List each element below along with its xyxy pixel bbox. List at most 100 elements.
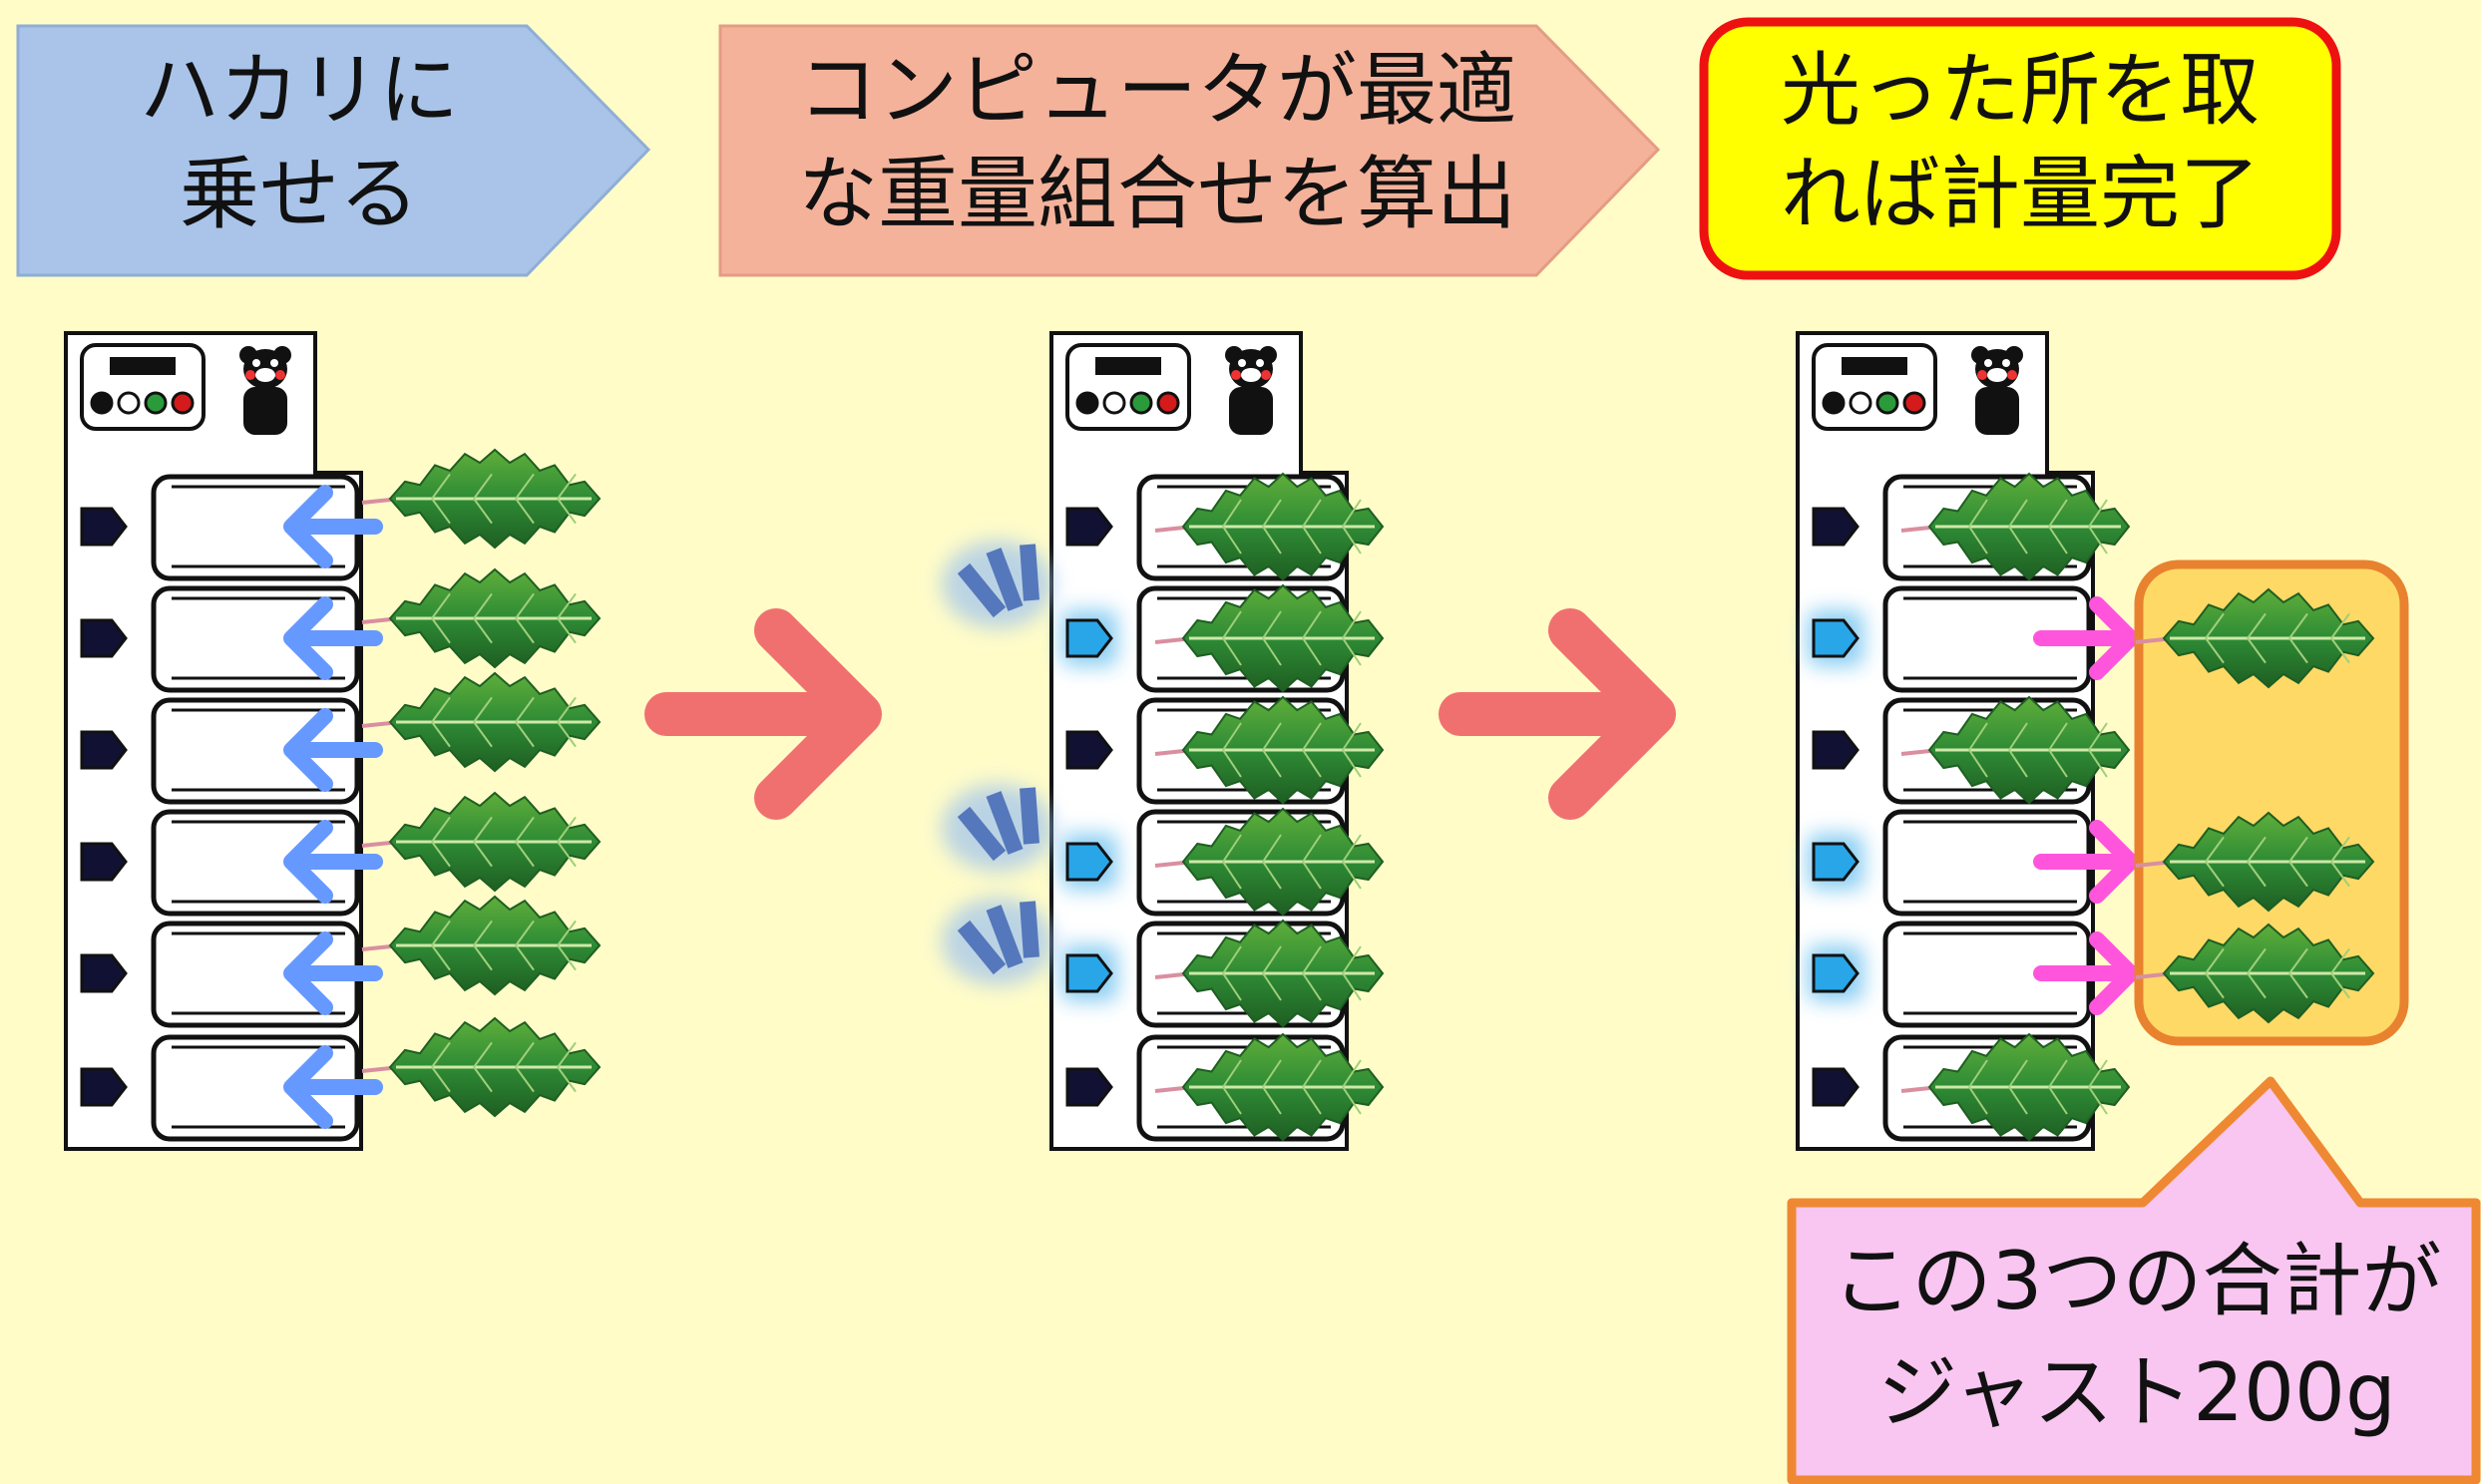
panel-button [171, 391, 195, 415]
weighing-row [1061, 583, 1385, 693]
panel-button [1102, 391, 1126, 415]
step-banner-2-line2: な重量組合せを算出 [798, 148, 1516, 240]
panel-button [90, 391, 114, 415]
spinach-icon [1900, 695, 2131, 805]
spinach-icon [361, 567, 602, 669]
weighing-row [1812, 1032, 2131, 1142]
indicator-lamp-lit [1812, 953, 1860, 993]
weighing-row [1808, 585, 2139, 693]
step-banner-3-line2: れば計量完了 [1781, 148, 2260, 240]
weighing-row [1065, 472, 1385, 581]
scale-before [64, 331, 602, 1151]
control-panel [80, 343, 206, 431]
indicator-lamp [80, 618, 128, 658]
weighing-row [80, 671, 602, 805]
panel-button [1902, 391, 1926, 415]
weighing-row [80, 448, 602, 581]
total-callout-line1: この3つの合計が [1833, 1235, 2442, 1327]
step-banner-3-line1: 光った所を取 [1781, 44, 2260, 137]
display-screen [1842, 357, 1907, 375]
flow-arrow-2 [1439, 608, 1676, 820]
spinach-icon [1154, 1032, 1385, 1142]
selected-produce [2135, 587, 2375, 1024]
weighing-row [1061, 919, 1385, 1028]
panel-button [144, 391, 168, 415]
spinach-icon [1154, 807, 1385, 917]
indicator-lamp [80, 842, 128, 882]
scale-result [1796, 331, 2139, 1151]
total-callout: この3つの合計が ジャスト200g [1787, 1076, 2481, 1484]
indicator-lamp-lit [1812, 618, 1860, 658]
weighing-row [1808, 809, 2139, 917]
panel-button [117, 391, 141, 415]
left-arrow-icon [283, 1045, 383, 1129]
total-callout-shape [1787, 1076, 2481, 1484]
indicator-lamp [80, 953, 128, 993]
right-arrow-icon [2033, 596, 2139, 680]
signal-waves-icon [942, 784, 1053, 872]
scale-computing [1049, 331, 1385, 1151]
step-banner-3-shape [1699, 17, 2341, 280]
signal-waves-icon [942, 898, 1053, 985]
indicator-lamp [1812, 730, 1860, 770]
step-banner-2-line1: コンピュータが最適 [798, 44, 1516, 137]
spinach-icon [2135, 811, 2375, 913]
panel-button [1129, 391, 1153, 415]
weighing-row [1065, 1032, 1385, 1142]
bear-mascot-icon [239, 346, 291, 435]
signal-waves [942, 541, 1053, 985]
left-arrow-icon [283, 820, 383, 904]
step-banner-2-shape [718, 24, 1661, 277]
panel-button [1156, 391, 1180, 415]
spinach-icon [2135, 587, 2375, 689]
flow-arrow-1 [644, 608, 882, 820]
spinach-icon [1154, 472, 1385, 581]
panel-button [1849, 391, 1872, 415]
panel-button [1875, 391, 1899, 415]
weighing-row [1065, 695, 1385, 805]
right-arrow-icon [2033, 931, 2139, 1015]
right-arrow-icon [2033, 820, 2139, 904]
control-panel [1065, 343, 1191, 431]
bear-mascot-icon [1971, 346, 2023, 435]
spinach-icon [1154, 919, 1385, 1028]
weighing-row [1808, 921, 2139, 1028]
indicator-lamp-lit [1812, 842, 1860, 882]
weighing-row [80, 791, 602, 917]
spinach-icon [1900, 472, 2131, 581]
spinach-icon [361, 895, 602, 996]
left-arrow-icon [283, 708, 383, 792]
weighing-row [80, 1016, 602, 1142]
indicator-lamp-lit [1065, 953, 1113, 993]
control-panel [1812, 343, 1937, 431]
signal-waves-icon [942, 541, 1053, 628]
weighing-row [1812, 695, 2131, 805]
display-screen [110, 357, 176, 375]
bear-mascot-icon [1225, 346, 1277, 435]
spinach-icon [1154, 583, 1385, 693]
indicator-lamp-lit [1065, 618, 1113, 658]
panel-button [1075, 391, 1099, 415]
indicator-lamp [1065, 507, 1113, 547]
total-callout-line2: ジャスト200g [1877, 1346, 2395, 1439]
spinach-icon [1900, 1032, 2131, 1142]
step-banner-3: 光った所を取 れば計量完了 [1699, 17, 2341, 280]
indicator-lamp [1065, 1067, 1113, 1107]
spinach-icon [361, 448, 602, 550]
scales-layer [64, 331, 2139, 1151]
indicator-lamp [80, 507, 128, 547]
weighing-row [1812, 472, 2131, 581]
weighing-row [80, 567, 602, 693]
indicator-lamp [80, 730, 128, 770]
indicator-lamp [1812, 1067, 1860, 1107]
step-banner-1: ハカリに 乗せる [16, 24, 651, 277]
selection-box [2134, 559, 2409, 1046]
display-screen [1095, 357, 1161, 375]
left-arrow-icon [283, 931, 383, 1015]
weighing-row [1061, 807, 1385, 917]
left-arrow-icon [283, 596, 383, 680]
indicator-lamp [1065, 730, 1113, 770]
spinach-icon [1154, 695, 1385, 805]
spinach-icon [361, 671, 602, 773]
